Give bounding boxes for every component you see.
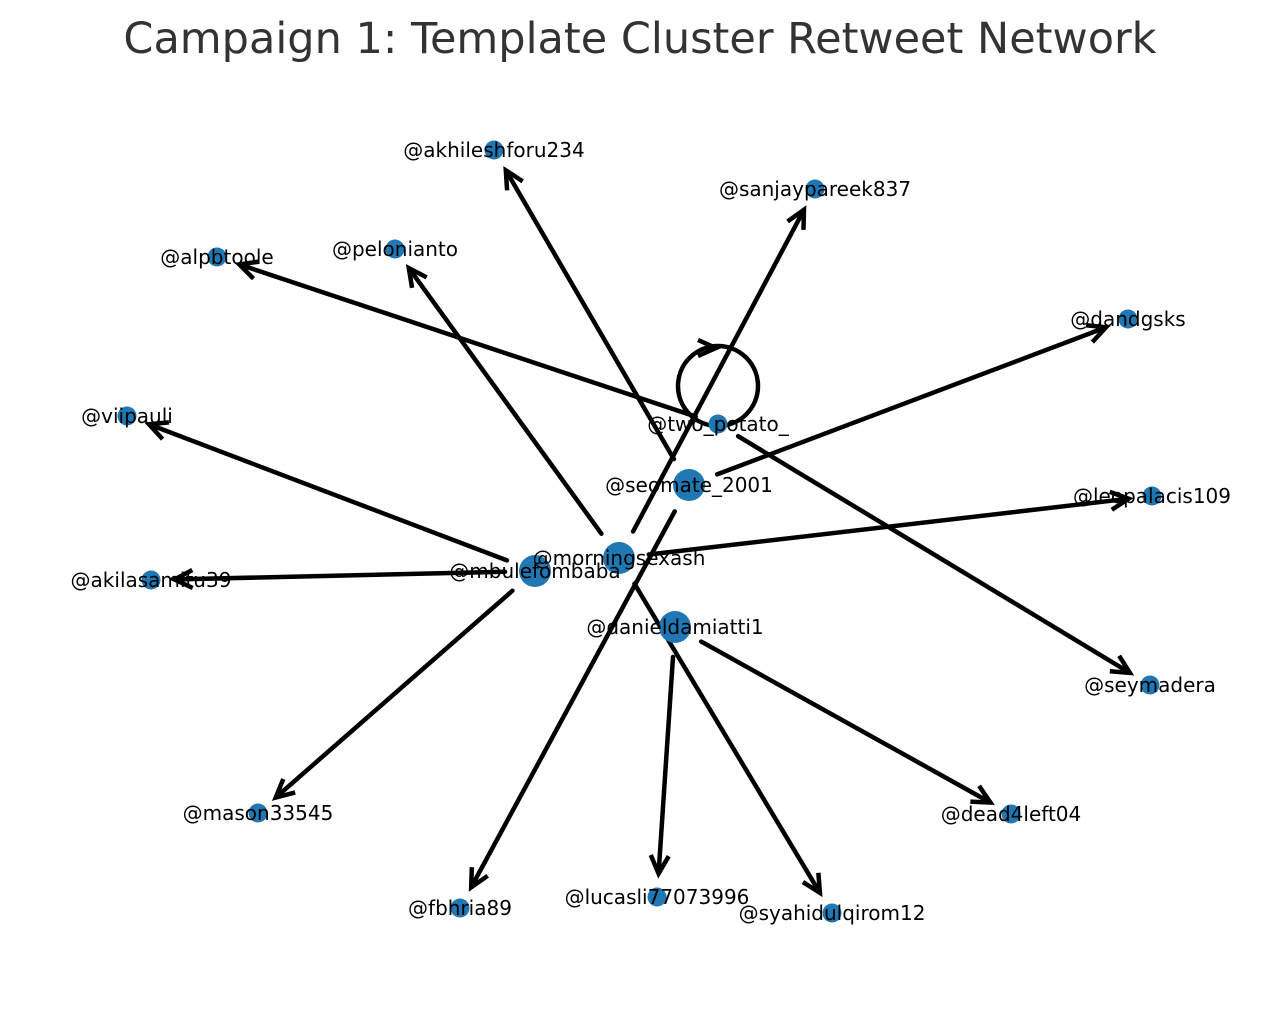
- edge-line: [735, 433, 1130, 674]
- node-leopalacis109[interactable]: [1142, 486, 1162, 506]
- labels-layer: @morningsexash@mbulefombaba @seomate_2001…: [71, 138, 1231, 925]
- edge-arrowhead: [970, 784, 995, 806]
- node-morningsexash[interactable]: [603, 542, 635, 574]
- edge-arrowhead: [271, 778, 296, 801]
- edge-mbulefombaba-to-mason33545: [271, 588, 515, 801]
- node-label-seymadera: @seymadera: [1084, 673, 1216, 697]
- edge-line: [630, 210, 805, 534]
- edge-arrowhead: [1085, 323, 1111, 344]
- node-mbulefombaba[interactable]: [519, 555, 551, 587]
- node-lucasli77073996[interactable]: [647, 887, 667, 907]
- node-label-danieldamiatti1: @danieldamiatti1: [586, 615, 763, 639]
- edge-arrowhead: [1109, 654, 1135, 676]
- node-seomate_2001[interactable]: [673, 469, 705, 501]
- node-label-sanjaypareek837: @sanjaypareek837: [719, 177, 911, 201]
- edge-arrowhead: [405, 263, 428, 289]
- node-viipauli[interactable]: [117, 406, 137, 426]
- edge-line: [149, 423, 510, 563]
- node-label-dandgsks: @dandgsks: [1070, 307, 1185, 331]
- edge-arrowhead: [468, 867, 489, 892]
- node-mason33545[interactable]: [248, 803, 268, 823]
- node-alpbtoole[interactable]: [207, 247, 227, 267]
- chart-title: Campaign 1: Template Cluster Retweet Net…: [123, 14, 1157, 64]
- edge-seomate_2001-to-akhileshforu234: [503, 165, 677, 462]
- edge-line: [656, 654, 676, 873]
- edge-line: [470, 509, 677, 887]
- node-label-mason33545: @mason33545: [183, 801, 334, 825]
- edge-line: [646, 496, 1128, 557]
- edge-arrowhead: [503, 165, 524, 191]
- edge-line: [408, 268, 604, 536]
- node-two_potato_[interactable]: [708, 414, 728, 434]
- edge-danieldamiatti1-to-lucasli77073996: [648, 654, 676, 879]
- edge-line: [714, 326, 1106, 477]
- node-label-akhileshforu234: @akhileshforu234: [403, 138, 584, 162]
- node-label-lucasli77073996: @lucasli77073996: [565, 885, 750, 909]
- node-seymadera[interactable]: [1140, 675, 1160, 695]
- node-akhileshforu234[interactable]: [484, 140, 504, 160]
- edge-line: [239, 263, 698, 419]
- edge-arrowhead: [648, 854, 671, 879]
- node-label-syahidulqirom12: @syahidulqirom12: [739, 901, 926, 925]
- node-label-seomate_2001: @seomate_2001: [605, 473, 773, 497]
- node-sanjaypareek837[interactable]: [805, 179, 825, 199]
- edge-line: [698, 639, 991, 804]
- nodes-layer: [117, 140, 1162, 923]
- edge-seomate_2001-to-dandgsks: [714, 323, 1111, 477]
- node-fbhria89[interactable]: [450, 898, 470, 918]
- node-label-akilasamitu39: @akilasamitu39: [71, 568, 232, 592]
- edge-line: [505, 170, 677, 462]
- edge-seomate_2001-to-fbhria89: [468, 509, 677, 892]
- node-akilasamitu39[interactable]: [141, 570, 161, 590]
- edge-morningsexash-to-leopalacis109: [646, 489, 1134, 557]
- node-label-alpbtoole: @alpbtoole: [160, 245, 273, 269]
- node-dead4left04[interactable]: [1001, 804, 1021, 824]
- edge-arrowhead: [786, 205, 807, 230]
- edge-arrowhead: [801, 872, 823, 898]
- edge-mbulefombaba-to-akilasamitu39: [169, 568, 508, 591]
- node-pelonianto[interactable]: [385, 239, 405, 259]
- edge-morningsexash-to-sanjaypareek837: [630, 205, 807, 534]
- node-label-mbulefombaba: @mbulefombaba: [449, 559, 620, 583]
- edges-layer: [144, 165, 1135, 898]
- edge-arrowhead: [144, 420, 170, 441]
- node-label-pelonianto: @pelonianto: [332, 237, 458, 261]
- edge-danieldamiatti1-to-dead4left04: [698, 639, 995, 806]
- node-label-fbhria89: @fbhria89: [408, 896, 512, 920]
- edge-arrowhead: [169, 568, 194, 591]
- node-dandgsks[interactable]: [1118, 309, 1138, 329]
- node-label-leopalacis109: @leopalacis109: [1073, 484, 1231, 508]
- node-syahidulqirom12[interactable]: [822, 903, 842, 923]
- node-label-two_potato_: @two_potato_: [647, 412, 790, 436]
- edge-arrowhead: [234, 259, 260, 281]
- edge-two_potato_-to-alpbtoole: [234, 259, 698, 419]
- edge-line: [175, 569, 508, 582]
- edge-morningsexash-to-pelonianto: [405, 263, 604, 536]
- node-danieldamiatti1[interactable]: [659, 611, 691, 643]
- node-label-morningsexash: @morningsexash: [533, 546, 706, 570]
- edge-arrowhead: [1108, 489, 1134, 512]
- edge-two_potato_-to-seymadera: [735, 433, 1135, 676]
- node-label-viipauli: @viipauli: [81, 404, 173, 428]
- edge-mbulefombaba-to-viipauli: [144, 420, 510, 563]
- edge-arrowhead: [697, 337, 722, 359]
- edge-line: [275, 588, 515, 798]
- node-label-dead4left04: @dead4left04: [941, 802, 1082, 826]
